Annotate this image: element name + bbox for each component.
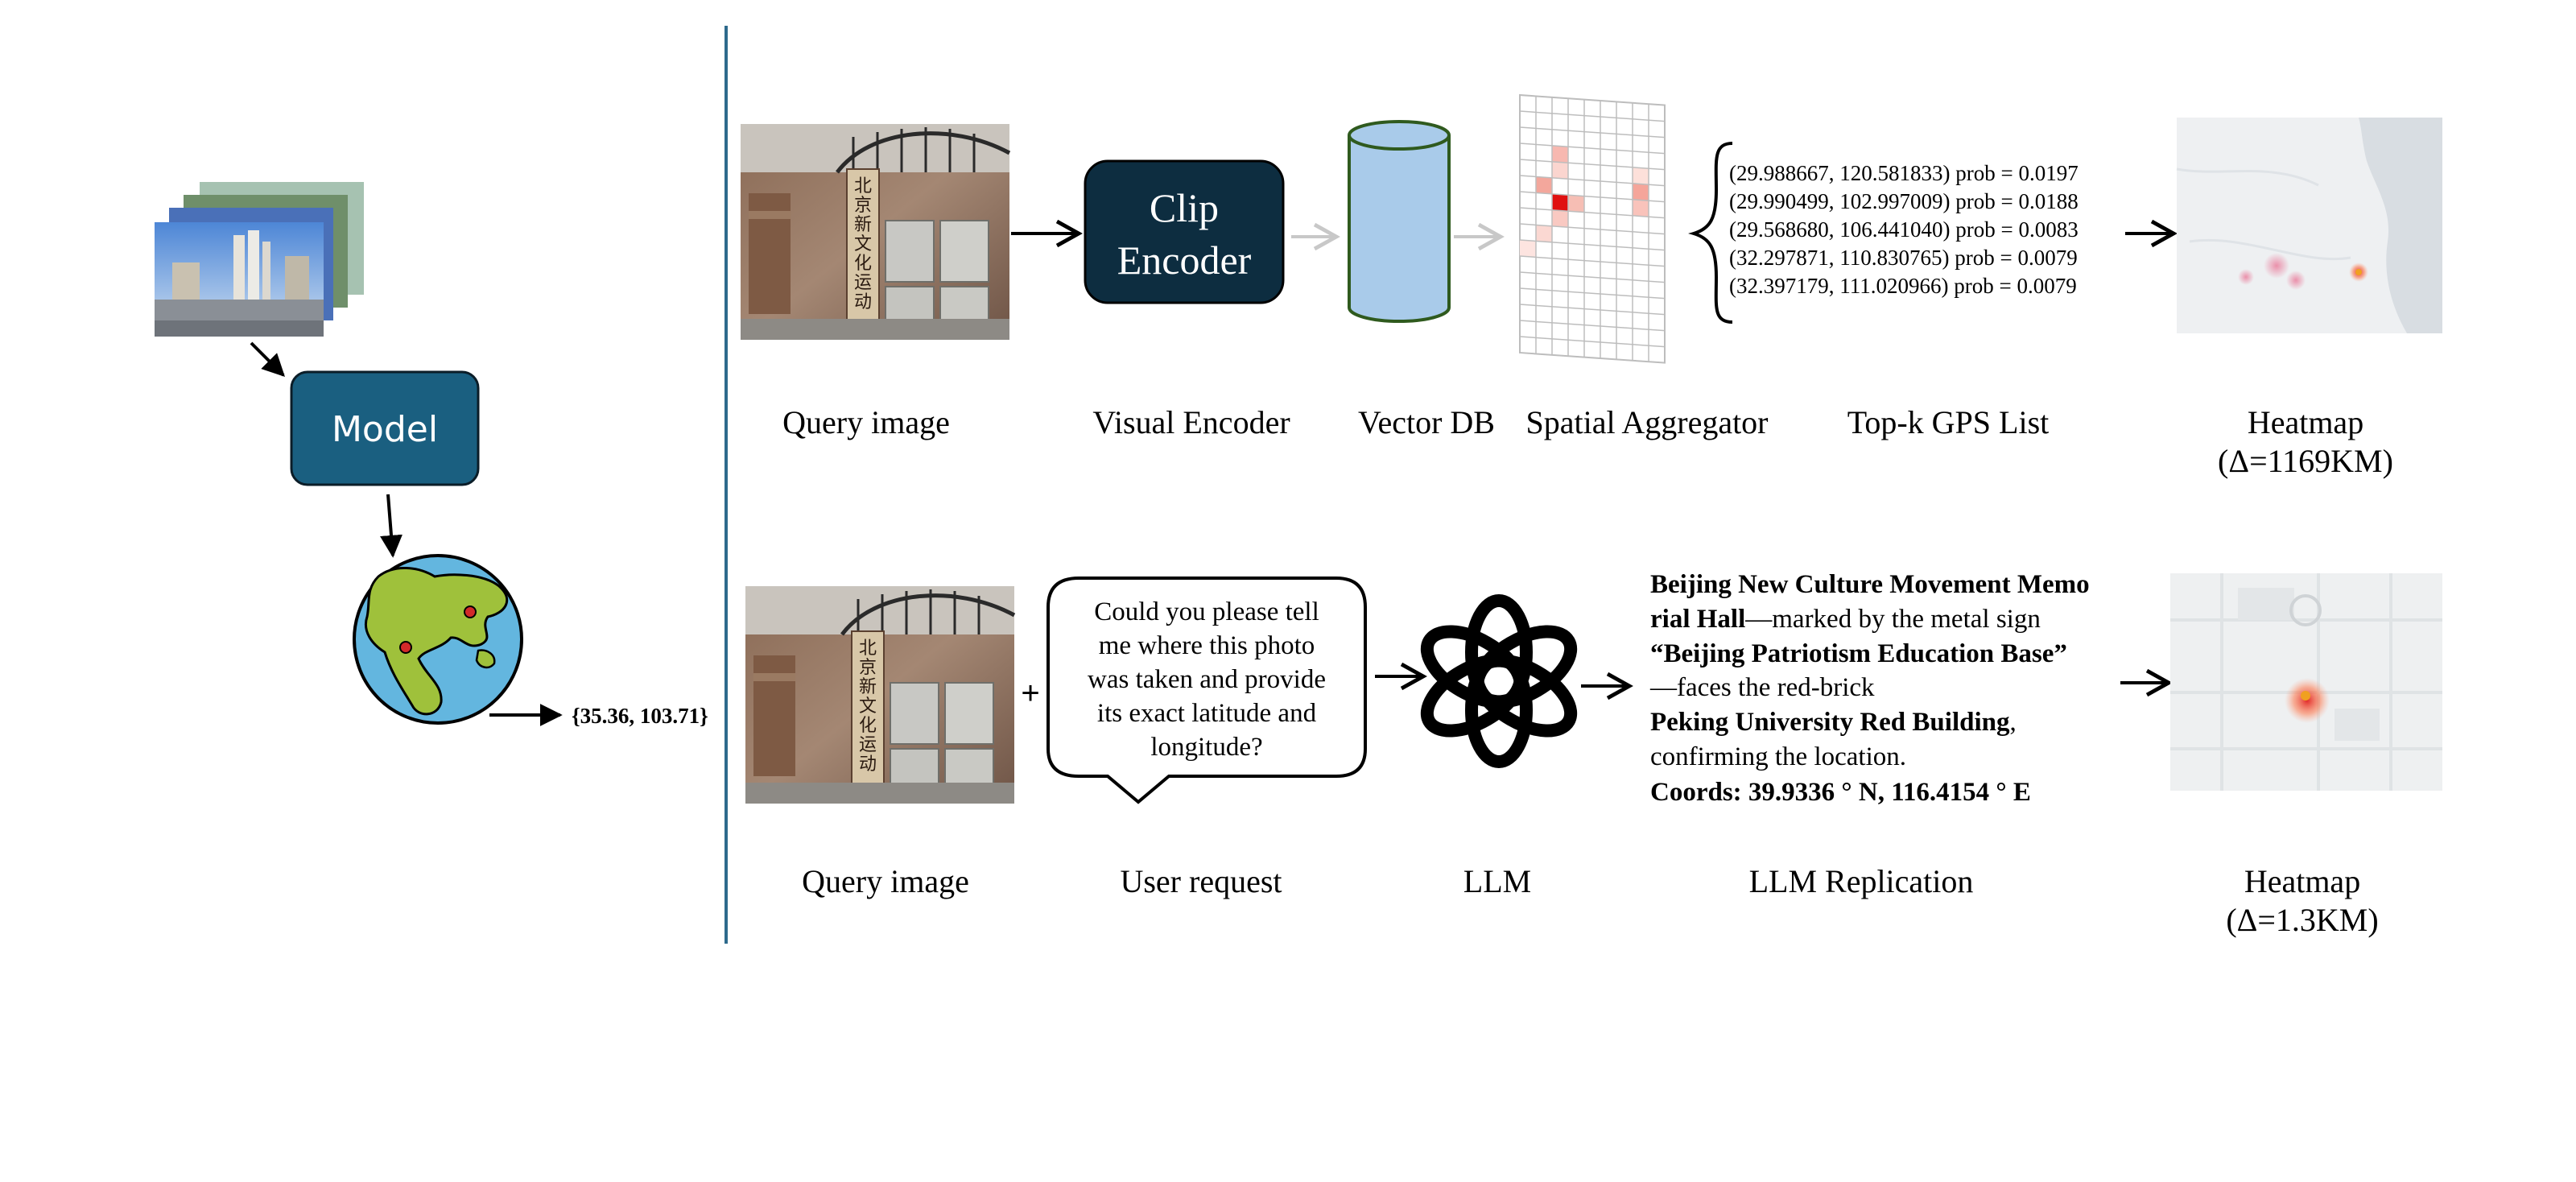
svg-text:运: 运 xyxy=(854,273,872,293)
svg-text:Beijing New Culture Movement M: Beijing New Culture Movement Memo xyxy=(1650,570,2090,599)
svg-text:北: 北 xyxy=(854,176,872,196)
label-vector-db: Vector DB xyxy=(1358,404,1495,440)
svg-text:“Beijing Patriotism Education: “Beijing Patriotism Education Base” xyxy=(1650,639,2067,668)
svg-text:化: 化 xyxy=(859,716,877,736)
request-line: its exact latitude and xyxy=(1097,699,1317,728)
svg-text:—faces the red-brick: —faces the red-brick xyxy=(1649,673,1875,702)
user-request-bubble: Could you please tell me where this phot… xyxy=(1046,577,1367,804)
clip-encoder-box: Clip Encoder xyxy=(1084,159,1285,304)
globe-icon xyxy=(353,554,523,725)
label-heatmap-top: Heatmap xyxy=(2248,404,2363,440)
svg-text:Peking University Red Building: Peking University Red Building, xyxy=(1650,708,2017,737)
label-query-image-bottom: Query image xyxy=(802,863,969,899)
llm-reply-text: Beijing New Culture Movement Memo rial H… xyxy=(1649,570,2090,807)
svg-text:动: 动 xyxy=(859,754,877,775)
svg-text:rial Hall—marked by the metal: rial Hall—marked by the metal sign xyxy=(1650,605,2041,634)
reply-line-1: Beijing New Culture Movement Memo xyxy=(1650,570,2090,599)
arrow-photos-to-model xyxy=(250,341,285,377)
reply-line-2-bold: rial Hall xyxy=(1650,605,1745,634)
top-row-labels: Query image Visual Encoder Vector DB Spa… xyxy=(782,404,2393,479)
gps-list: (29.988667, 120.581833) prob = 0.0197 (2… xyxy=(1729,161,2079,298)
heatmap-top xyxy=(2176,118,2442,333)
svg-text:confirming the location.: confirming the location. xyxy=(1650,742,1906,771)
request-line: me where this photo xyxy=(1099,631,1315,660)
svg-text:文: 文 xyxy=(859,696,877,717)
vector-db-icon xyxy=(1348,120,1451,323)
query-image-bottom: 北 京 新 文 化 运 动 xyxy=(745,586,1016,804)
gps-list-item: (32.297871, 110.830765) prob = 0.0079 xyxy=(1729,246,2078,270)
svg-text:北: 北 xyxy=(859,639,877,659)
label-heatmap-top-error: (Δ=1169KM) xyxy=(2218,443,2393,479)
reply-line-6: confirming the location. xyxy=(1650,742,1906,771)
reply-line-5-bold: Peking University Red Building xyxy=(1650,708,2010,737)
request-line: Could you please tell xyxy=(1094,597,1319,626)
svg-text:京: 京 xyxy=(859,658,877,678)
label-user-request: User request xyxy=(1120,863,1282,899)
label-query-image-top: Query image xyxy=(782,404,950,440)
llm-logo-icon xyxy=(1420,594,1578,768)
gps-list-item: (32.397179, 111.020966) prob = 0.0079 xyxy=(1729,274,2077,298)
photo-stack xyxy=(155,182,364,337)
label-spatial-aggregator: Spatial Aggregator xyxy=(1525,404,1768,440)
gps-list-item: (29.988667, 120.581833) prob = 0.0197 xyxy=(1729,161,2079,185)
svg-text:动: 动 xyxy=(854,292,872,312)
request-line: longitude? xyxy=(1150,733,1262,762)
spatial-grid xyxy=(1519,93,1666,364)
svg-text:运: 运 xyxy=(859,735,877,755)
query-image-top: 北 京 新 文 化 运 动 xyxy=(741,124,1011,340)
svg-text:新: 新 xyxy=(854,215,872,235)
reply-line-2-rest: —marked by the metal sign xyxy=(1744,605,2041,634)
gps-list-item: (29.568680, 106.441040) prob = 0.0083 xyxy=(1729,217,2079,242)
model-label: Model xyxy=(332,409,438,450)
label-llm: LLM xyxy=(1463,863,1531,899)
label-llm-replication: LLM Replication xyxy=(1749,863,1974,899)
request-line: was taken and provide xyxy=(1088,665,1326,694)
bottom-row-labels: Query image User request LLM LLM Replica… xyxy=(802,863,2379,938)
svg-text:Coords: 39.9336 ° N, 116.4154: Coords: 39.9336 ° N, 116.4154 ° E xyxy=(1650,778,2031,807)
arrow-model-to-globe xyxy=(380,494,402,558)
reply-line-4: —faces the red-brick xyxy=(1649,673,1875,702)
model-output-coords: {35.36, 103.71} xyxy=(572,704,708,728)
label-heatmap-bottom: Heatmap xyxy=(2244,863,2360,899)
reply-line-5-rest: , xyxy=(2009,708,2016,737)
svg-text:京: 京 xyxy=(854,196,872,216)
label-heatmap-bottom-error: (Δ=1.3KM) xyxy=(2226,902,2378,938)
model-box: Model xyxy=(290,370,480,486)
heatmap-bottom xyxy=(2170,573,2442,791)
clip-encoder-line2: Encoder xyxy=(1117,238,1252,283)
svg-text:化: 化 xyxy=(854,254,872,274)
gps-list-item: (29.990499, 102.997009) prob = 0.0188 xyxy=(1729,189,2079,213)
reply-line-7: Coords: 39.9336 ° N, 116.4154 ° E xyxy=(1650,778,2031,807)
reply-line-3: “Beijing Patriotism Education Base” xyxy=(1650,639,2067,668)
svg-text:文: 文 xyxy=(854,234,872,254)
clip-encoder-line1: Clip xyxy=(1150,185,1219,230)
label-topk-gps-list: Top-k GPS List xyxy=(1847,404,2050,440)
gps-list-brace xyxy=(1688,142,1733,324)
svg-text:新: 新 xyxy=(859,677,877,697)
label-visual-encoder: Visual Encoder xyxy=(1092,404,1290,440)
plus-sign: + xyxy=(1021,676,1039,711)
